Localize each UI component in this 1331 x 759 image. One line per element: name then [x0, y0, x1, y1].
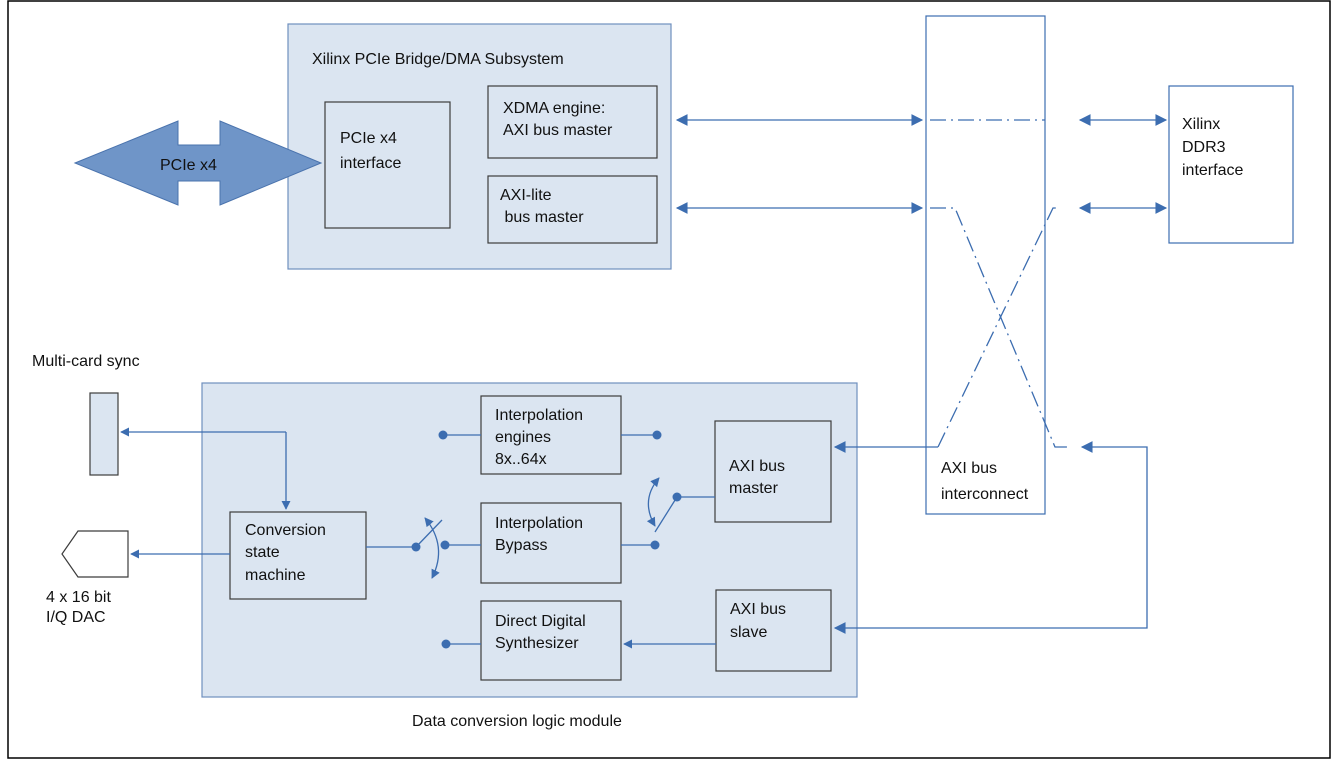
svg-text:Xilinx: Xilinx	[1182, 116, 1220, 133]
interpolation-engines-label: engines	[495, 429, 551, 446]
axi-lite-label: AXI-lite	[500, 187, 552, 204]
axi-lite-block: AXI-lite bus master	[487, 175, 658, 244]
axi-bus-master-block: AXI bus master	[714, 420, 832, 523]
svg-text:PCIe x4: PCIe x4	[340, 130, 397, 147]
svg-text:interconnect: interconnect	[941, 486, 1029, 503]
pcie-x4-link-arrow: PCIe x4	[73, 120, 323, 206]
dds-label: Synthesizer	[495, 635, 579, 652]
ddr3-label: Xilinx	[1182, 116, 1220, 133]
interpolation-engines-block: Interpolation engines 8x..64x	[480, 395, 622, 475]
interpolation-bypass-label: Bypass	[495, 537, 547, 554]
axi-bus-master-label: master	[729, 480, 779, 497]
axi-bus-slave-block: AXI bus slave	[715, 589, 832, 672]
svg-text:Bypass: Bypass	[495, 537, 547, 554]
pcie-interface-label: interface	[340, 155, 401, 172]
direct-digital-synthesizer-block: Direct Digital Synthesizer	[480, 600, 622, 681]
svg-text:Direct Digital: Direct Digital	[495, 613, 586, 630]
svg-text:8x..64x: 8x..64x	[495, 451, 547, 468]
axi-interconnect-label: AXI bus	[941, 460, 997, 477]
dac-label: 4 x 16 bit	[46, 589, 111, 606]
interpolation-engines-label: Interpolation	[495, 407, 583, 424]
conversion-state-machine-label: machine	[245, 567, 306, 584]
pcie-subsystem-title: Xilinx PCIe Bridge/DMA Subsystem	[312, 51, 564, 68]
interpolation-bypass-block: Interpolation Bypass	[480, 502, 622, 584]
svg-text:I/Q DAC: I/Q DAC	[46, 609, 106, 626]
multi-card-sync-label: Multi-card sync	[32, 353, 140, 370]
xdma-engine-label: XDMA engine:	[503, 100, 605, 117]
interpolation-bypass-label: Interpolation	[495, 515, 583, 532]
xdma-engine-block: XDMA engine: AXI bus master	[487, 85, 658, 159]
dac-connector: 4 x 16 bit I/Q DAC	[46, 530, 129, 626]
dac-label: I/Q DAC	[46, 609, 106, 626]
svg-text:machine: machine	[245, 567, 306, 584]
axi-bus-slave-label: slave	[730, 624, 767, 641]
ddr3-label: DDR3	[1182, 139, 1226, 156]
multi-card-sync-connector	[89, 392, 119, 476]
ddr3-interface-block: Xilinx DDR3 interface	[1168, 85, 1294, 244]
svg-text:master: master	[729, 480, 779, 497]
svg-text:AXI bus: AXI bus	[730, 601, 786, 618]
svg-text:4 x 16 bit: 4 x 16 bit	[46, 589, 111, 606]
conversion-state-machine-label: Conversion	[245, 522, 326, 539]
svg-text:AXI bus: AXI bus	[729, 458, 785, 475]
svg-text:interface: interface	[340, 155, 401, 172]
xdma-engine-label: AXI bus master	[503, 122, 613, 139]
svg-text:Synthesizer: Synthesizer	[495, 635, 579, 652]
svg-text:slave: slave	[730, 624, 767, 641]
junction-dot	[672, 492, 682, 502]
axi-interconnect-label: interconnect	[941, 486, 1029, 503]
axi-interconnect-block: AXI bus interconnect	[925, 15, 1070, 515]
svg-text:interface: interface	[1182, 162, 1243, 179]
conversion-state-machine-block: Conversion state machine	[229, 511, 367, 600]
svg-text:engines: engines	[495, 429, 551, 446]
junction-dot	[438, 430, 448, 440]
ddr3-label: interface	[1182, 162, 1243, 179]
svg-text:XDMA engine:: XDMA engine:	[503, 100, 605, 117]
axi-bus-slave-label: AXI bus	[730, 601, 786, 618]
interpolation-engines-label: 8x..64x	[495, 451, 547, 468]
pcie-interface-block: PCIe x4 interface	[324, 101, 451, 229]
junction-dot	[650, 540, 660, 550]
pcie-x4-label: PCIe x4	[160, 157, 217, 174]
svg-text:AXI-lite: AXI-lite	[500, 187, 552, 204]
switch-left-arc	[424, 517, 440, 579]
conversion-state-machine-label: state	[245, 544, 280, 561]
junction-dot	[441, 639, 451, 649]
svg-text:Interpolation: Interpolation	[495, 407, 583, 424]
data-conversion-module-label: Data conversion logic module	[412, 713, 622, 730]
junction-dot	[440, 540, 450, 550]
axi-bus-master-label: AXI bus	[729, 458, 785, 475]
svg-text:state: state	[245, 544, 280, 561]
axi-lite-label: bus master	[500, 209, 584, 226]
svg-text:Interpolation: Interpolation	[495, 515, 583, 532]
pcie-interface-label: PCIe x4	[340, 130, 397, 147]
svg-text:DDR3: DDR3	[1182, 139, 1226, 156]
junction-dot	[652, 430, 662, 440]
interconnect-to-slave-loop	[833, 441, 1148, 634]
svg-text:AXI bus: AXI bus	[941, 460, 997, 477]
junction-dot	[411, 542, 421, 552]
svg-text:Conversion: Conversion	[245, 522, 326, 539]
dds-label: Direct Digital	[495, 613, 586, 630]
switch-right-arc	[646, 477, 660, 527]
svg-text:AXI bus master: AXI bus master	[503, 122, 613, 139]
svg-text:bus master: bus master	[500, 209, 584, 226]
